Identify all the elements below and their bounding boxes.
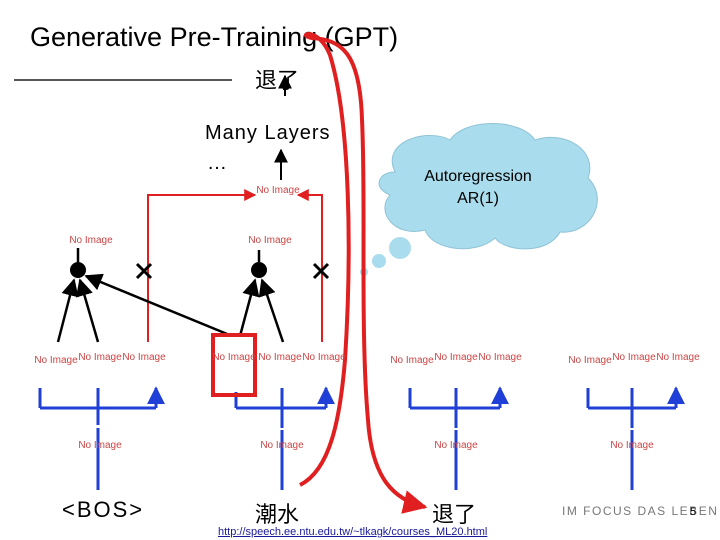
no-image-mid-left: No Image — [69, 235, 113, 246]
no-image-row-12: No Image — [656, 352, 700, 363]
bubble-cloud — [378, 123, 598, 250]
no-image-row-5: No Image — [258, 352, 302, 363]
red-attention-lines — [147, 189, 323, 342]
course-link[interactable]: http://speech.ee.ntu.edu.tw/~tlkagk/cour… — [218, 526, 488, 538]
no-image-row-7: No Image — [390, 355, 434, 366]
no-image-input-4: No Image — [610, 440, 654, 451]
no-image-row-9: No Image — [478, 352, 522, 363]
bubble-dot-large — [389, 237, 411, 259]
highlight-box — [211, 333, 257, 397]
ellipsis-label: … — [207, 152, 227, 174]
attention-dot-1 — [70, 262, 86, 278]
bubble-line-2: AR(1) — [457, 190, 499, 207]
many-layers-label: Many Layers — [205, 122, 331, 144]
attention-dot-2 — [251, 262, 267, 278]
no-image-row-10: No Image — [568, 355, 612, 366]
no-image-top: No Image — [256, 185, 300, 196]
no-image-input-3: No Image — [434, 440, 478, 451]
slide-number: 5 — [690, 506, 697, 518]
blue-input-arrows — [38, 388, 676, 490]
no-image-row-4: No Image — [212, 352, 256, 363]
brand-logo: IM FOCUS DAS LEBEN — [562, 504, 719, 518]
output-word-top: 退了 — [255, 68, 300, 93]
no-image-mid-center: No Image — [248, 235, 292, 246]
no-image-row-2: No Image — [78, 352, 122, 363]
red-curve-arrow — [299, 32, 428, 514]
no-image-row-6: No Image — [302, 352, 346, 363]
no-image-row-3: No Image — [122, 352, 166, 363]
slide-title: Generative Pre-Training (GPT) — [30, 22, 399, 52]
thought-bubble — [360, 123, 598, 276]
black-attention-arrows — [56, 248, 285, 343]
token-chao: 潮水 — [255, 502, 300, 527]
no-image-input-2: No Image — [260, 440, 304, 451]
no-image-row-11: No Image — [612, 352, 656, 363]
token-tui: 退了 — [432, 502, 477, 527]
bubble-dot-medium — [372, 254, 386, 268]
cross-marks — [135, 262, 330, 280]
bubble-line-1: Autoregression — [424, 168, 532, 185]
no-image-row-8: No Image — [434, 352, 478, 363]
bubble-text: Autoregression AR(1) — [398, 166, 558, 210]
title-underline — [14, 79, 232, 81]
no-image-row-1: No Image — [34, 355, 78, 366]
token-bos: <BOS> — [62, 497, 145, 522]
no-image-input-1: No Image — [78, 440, 122, 451]
